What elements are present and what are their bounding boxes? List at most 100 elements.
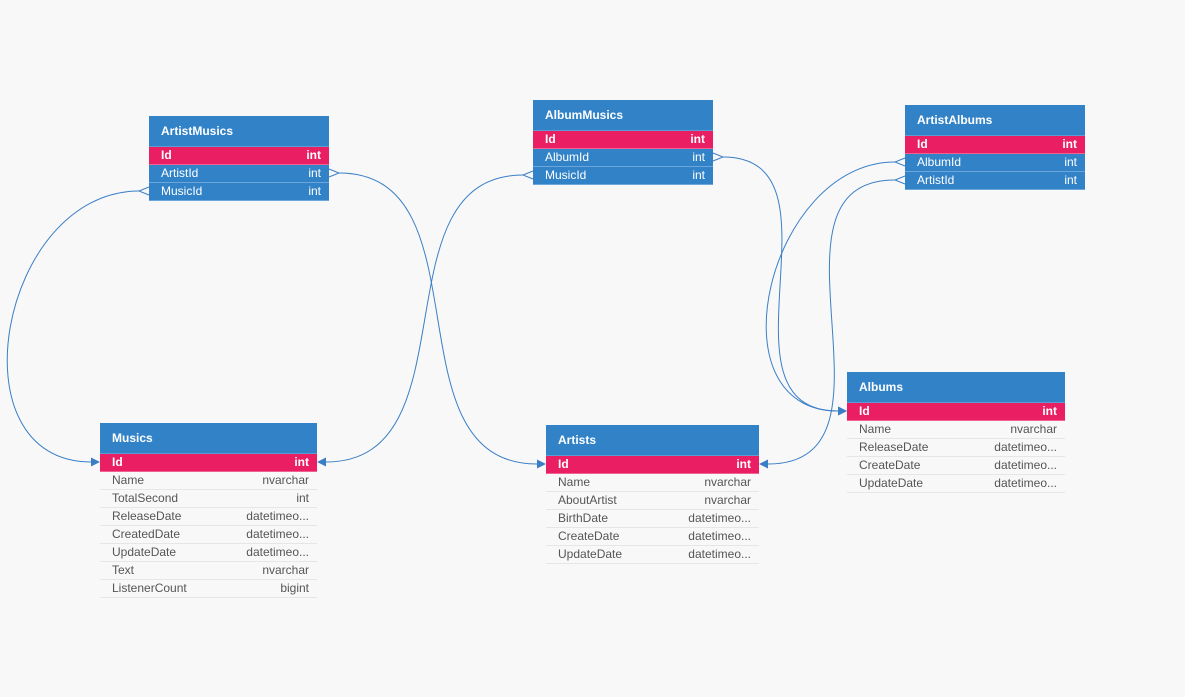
column-type: nvarchar bbox=[262, 473, 309, 487]
column-type: datetimeo... bbox=[688, 529, 751, 543]
column-name: UpdateDate bbox=[112, 545, 177, 559]
column-type: int bbox=[1042, 404, 1057, 418]
column-name: AlbumId bbox=[917, 155, 962, 169]
arrow-head-icon bbox=[317, 457, 326, 467]
column-name: CreateDate bbox=[859, 458, 921, 472]
column-name: CreateDate bbox=[558, 529, 620, 543]
column-type: datetimeo... bbox=[246, 527, 309, 541]
table-header-artists[interactable]: Artists bbox=[546, 425, 759, 456]
column-name: MusicId bbox=[161, 184, 203, 198]
column-name: Id bbox=[859, 404, 870, 418]
column-type: int bbox=[306, 148, 321, 162]
column-type: int bbox=[692, 168, 705, 182]
crows-foot-icon bbox=[328, 168, 341, 178]
column-row-albums-releasedate[interactable]: ReleaseDate datetimeo... bbox=[847, 439, 1065, 457]
column-name: TotalSecond bbox=[112, 491, 179, 505]
column-row-albums-name[interactable]: Name nvarchar bbox=[847, 421, 1065, 439]
column-type: datetimeo... bbox=[994, 440, 1057, 454]
column-type: nvarchar bbox=[1010, 422, 1057, 436]
table-header-albums[interactable]: Albums bbox=[847, 372, 1065, 403]
column-type: int bbox=[690, 132, 705, 146]
crows-foot-icon bbox=[521, 170, 534, 180]
column-name: MusicId bbox=[545, 168, 587, 182]
column-name: Name bbox=[112, 473, 145, 487]
column-row-albums-id[interactable]: Id int bbox=[847, 403, 1065, 421]
arrow-head-icon bbox=[838, 406, 847, 416]
column-type: int bbox=[308, 166, 321, 180]
column-name: AlbumId bbox=[545, 150, 590, 164]
column-row-albums-createdate[interactable]: CreateDate datetimeo... bbox=[847, 457, 1065, 475]
column-type: datetimeo... bbox=[688, 547, 751, 561]
table-header-albummusics[interactable]: AlbumMusics bbox=[533, 100, 713, 131]
column-type: nvarchar bbox=[704, 475, 751, 489]
column-row-musics-id[interactable]: Id int bbox=[100, 454, 317, 472]
column-row-artistmusics-musicid[interactable]: MusicId int bbox=[149, 183, 329, 201]
column-type: int bbox=[294, 455, 309, 469]
column-type: datetimeo... bbox=[994, 458, 1057, 472]
table-header-artistalbums[interactable]: ArtistAlbums bbox=[905, 105, 1085, 136]
column-type: datetimeo... bbox=[246, 509, 309, 523]
column-type: nvarchar bbox=[704, 493, 751, 507]
arrow-head-icon bbox=[91, 457, 100, 467]
column-type: int bbox=[1062, 137, 1077, 151]
crows-foot-icon bbox=[137, 186, 150, 196]
column-name: Text bbox=[112, 563, 135, 577]
column-row-musics-releasedate[interactable]: ReleaseDate datetimeo... bbox=[100, 508, 317, 526]
column-type: int bbox=[692, 150, 705, 164]
column-name: BirthDate bbox=[558, 511, 609, 525]
column-type: int bbox=[308, 184, 321, 198]
column-type: datetimeo... bbox=[994, 476, 1057, 490]
column-row-musics-name[interactable]: Name nvarchar bbox=[100, 472, 317, 490]
relationship-line-artistmusics-artists[interactable] bbox=[338, 172, 538, 465]
column-row-artistmusics-id[interactable]: Id int bbox=[149, 147, 329, 165]
column-row-albummusics-musicid[interactable]: MusicId int bbox=[533, 167, 713, 185]
crows-foot-icon bbox=[712, 152, 725, 162]
column-row-albummusics-albumid[interactable]: AlbumId int bbox=[533, 149, 713, 167]
column-name: CreatedDate bbox=[112, 527, 181, 541]
arrow-head-icon bbox=[838, 406, 847, 416]
column-type: bigint bbox=[280, 581, 309, 595]
column-type: datetimeo... bbox=[246, 545, 309, 559]
column-type: datetimeo... bbox=[688, 511, 751, 525]
column-name: ReleaseDate bbox=[859, 440, 929, 454]
column-name: Id bbox=[112, 455, 123, 469]
relationship-line-albummusics-musics[interactable] bbox=[325, 174, 524, 463]
relationship-line-albummusics-albums[interactable] bbox=[722, 156, 839, 412]
column-row-artists-createdate[interactable]: CreateDate datetimeo... bbox=[546, 528, 759, 546]
column-type: int bbox=[1064, 155, 1077, 169]
column-row-artistalbums-albumid[interactable]: AlbumId int bbox=[905, 154, 1085, 172]
column-type: int bbox=[1064, 173, 1077, 187]
column-row-musics-updatedate[interactable]: UpdateDate datetimeo... bbox=[100, 544, 317, 562]
relationship-line-artistmusics-musics[interactable] bbox=[6, 190, 140, 463]
column-name: Id bbox=[558, 457, 569, 471]
crows-foot-icon bbox=[893, 175, 906, 185]
column-name: Name bbox=[859, 422, 892, 436]
column-name: ReleaseDate bbox=[112, 509, 182, 523]
table-header-musics[interactable]: Musics bbox=[100, 423, 317, 454]
arrow-head-icon bbox=[537, 459, 546, 469]
crows-foot-icon bbox=[893, 157, 906, 167]
table-header-artistmusics[interactable]: ArtistMusics bbox=[149, 116, 329, 147]
column-name: Id bbox=[161, 148, 172, 162]
column-row-artists-birthdate[interactable]: BirthDate datetimeo... bbox=[546, 510, 759, 528]
column-row-musics-createddate[interactable]: CreatedDate datetimeo... bbox=[100, 526, 317, 544]
